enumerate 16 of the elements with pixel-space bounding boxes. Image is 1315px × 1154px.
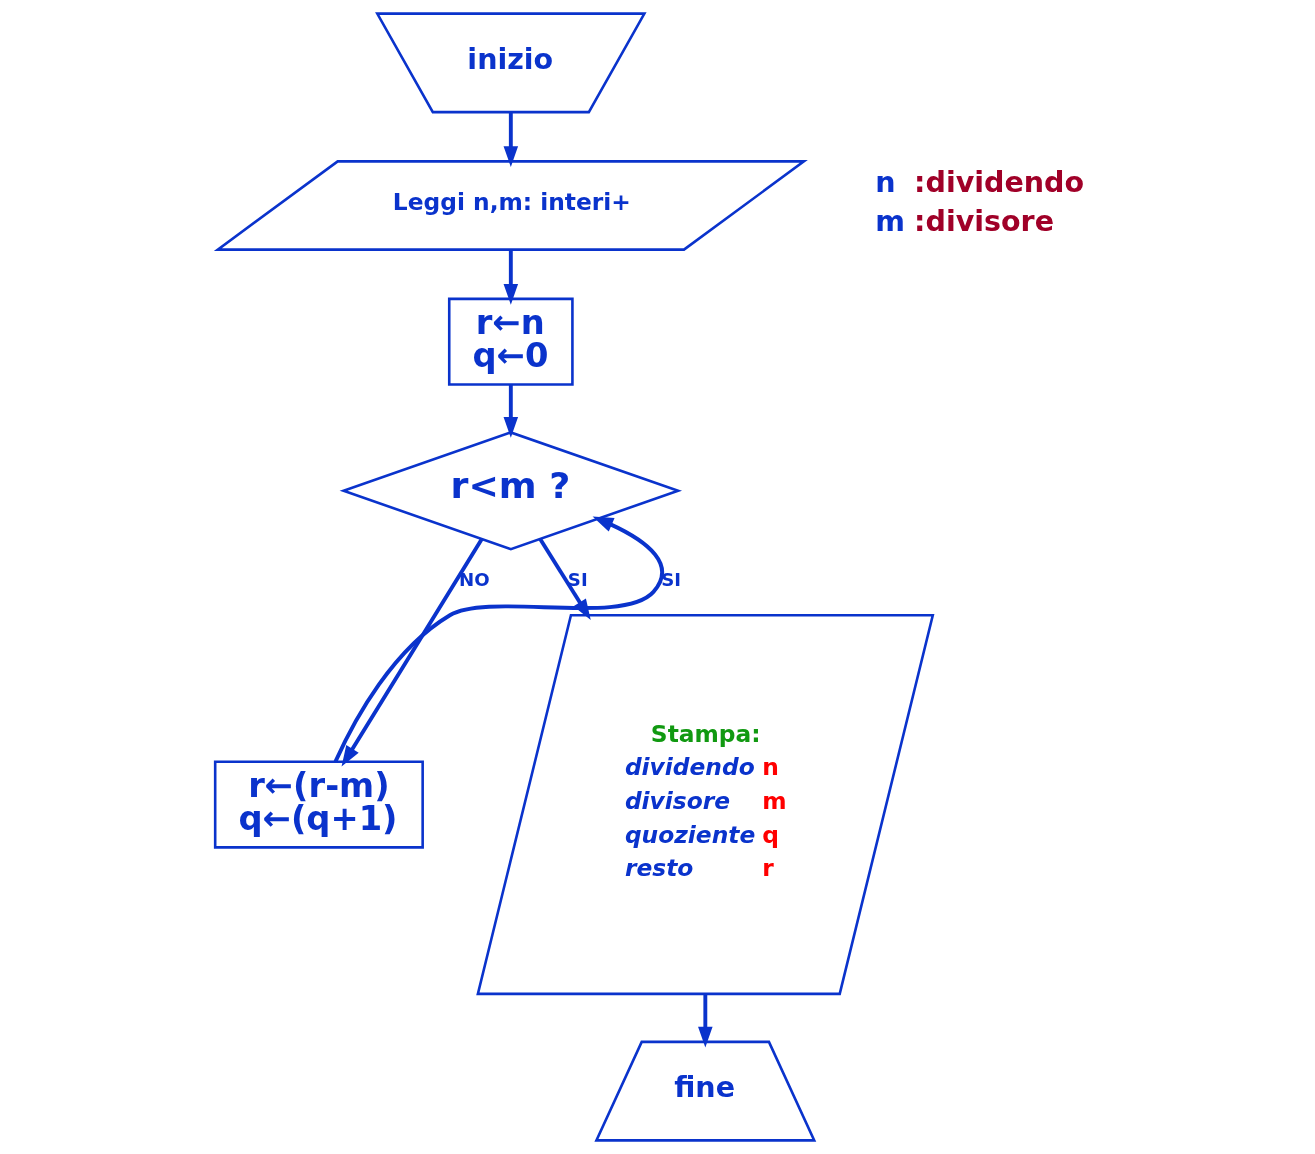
edge-label: NO — [458, 568, 490, 590]
arrow — [503, 384, 518, 438]
arrow — [697, 994, 713, 1048]
edge-label: SI — [567, 568, 588, 590]
arrow — [503, 249, 518, 305]
arrow — [341, 538, 483, 767]
node-box: r←(r-m) q←(q+1) — [213, 760, 424, 849]
node-box: r←n q←0 — [447, 297, 574, 386]
label: :dividendo — [913, 166, 1084, 200]
label: n — [874, 166, 895, 200]
node-diamond: r<m ? — [339, 431, 682, 551]
label: m — [874, 204, 905, 238]
arrow — [503, 112, 518, 167]
edge-label: SI — [660, 568, 681, 590]
arrow — [333, 516, 664, 763]
label: :divisore — [913, 204, 1054, 238]
